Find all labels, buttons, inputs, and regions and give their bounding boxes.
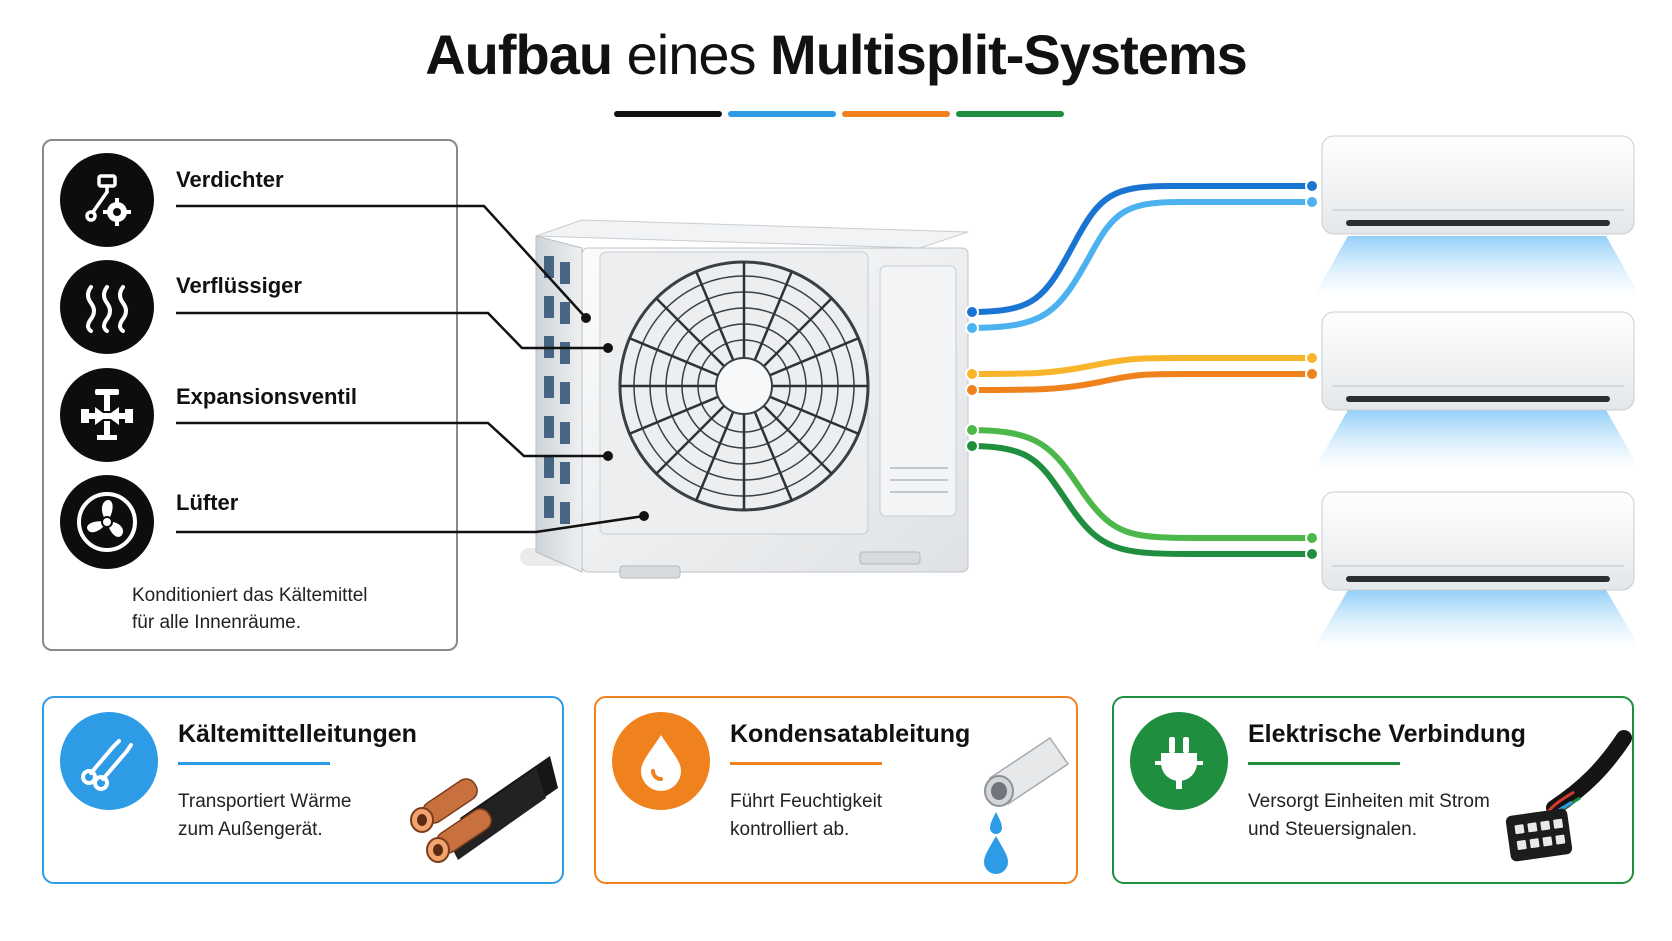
- card-desc-elektrische-verbindung: Versorgt Einheiten mit Strom und Steuers…: [1248, 788, 1490, 844]
- component-description-line-2: für alle Innenräume.: [132, 612, 301, 633]
- pipe-unit-2-b: [965, 371, 1315, 393]
- indoor-unit-1-airflow: [1314, 236, 1640, 296]
- compressor-gear-icon: [60, 153, 154, 247]
- component-label-expansionsventil: Expansionsventil: [176, 384, 357, 409]
- card-rule-orange: [730, 762, 882, 765]
- title-rule-orange: [842, 111, 950, 117]
- card-elektrische-verbindung: Elektrische Verbindung Versorgt Einheite…: [1112, 696, 1634, 884]
- card-kondensatableitung: Kondensatableitung Führt Feuchtigkeit ko…: [594, 696, 1078, 884]
- component-label-verdichter: Verdichter: [176, 167, 284, 192]
- card-kaeltemittelleitungen: Kältemittelleitungen Transportiert Wärme…: [42, 696, 564, 884]
- card-desc-line-1: Führt Feuchtigkeit: [730, 791, 883, 812]
- leader-line-verdichter: [176, 204, 587, 319]
- drain-hose-illustration: [984, 736, 1070, 874]
- indoor-unit-2-vent: [1346, 396, 1610, 402]
- outdoor-unit-top: [535, 219, 969, 249]
- title-bold-1: Aufbau: [425, 23, 613, 86]
- pipes-unit-3: [965, 427, 1315, 557]
- pipes-unit-2: [965, 355, 1315, 393]
- indoor-unit-3-airflow: [1314, 590, 1640, 648]
- water-drop-icon: [612, 712, 710, 810]
- heat-waves-icon: [60, 260, 154, 354]
- pipe-unit-3-b: [965, 443, 1315, 557]
- outdoor-unit-fan-hub: [715, 357, 773, 415]
- leader-line-verfluessiger: [176, 311, 608, 350]
- title-rule-blue: [728, 111, 836, 117]
- pipe-unit-2-a: [965, 355, 1315, 377]
- leader-lines: [176, 204, 645, 534]
- indoor-unit-2-body: [1321, 311, 1635, 411]
- indoor-unit-1: [1314, 135, 1640, 296]
- outdoor-unit-service-panel: [879, 265, 957, 517]
- card-desc-line-1: Transportiert Wärme: [178, 791, 352, 812]
- component-label-luefter: Lüfter: [176, 490, 239, 515]
- card-rule-blue: [178, 762, 330, 765]
- indoor-unit-3-body: [1321, 491, 1635, 591]
- cable-connector-illustration: [1505, 730, 1632, 862]
- power-plug-icon: [1130, 712, 1228, 810]
- indoor-unit-2: [1314, 311, 1640, 470]
- card-title-elektrische-verbindung: Elektrische Verbindung: [1248, 720, 1526, 748]
- card-desc-line-2: zum Außengerät.: [178, 819, 323, 840]
- card-desc-kondensatableitung: Führt Feuchtigkeit kontrolliert ab.: [730, 788, 882, 844]
- pipes-icon: [60, 712, 158, 810]
- fan-icon: [60, 475, 154, 569]
- pipe-unit-3-a: [965, 427, 1315, 541]
- card-desc-line-2: kontrolliert ab.: [730, 819, 850, 840]
- title-rule-green: [956, 111, 1064, 117]
- pipes-unit-1: [965, 183, 1315, 331]
- component-description-line-1: Konditioniert das Kältemittel: [132, 585, 368, 606]
- component-description: Konditioniert das Kältemittel für alle I…: [132, 582, 368, 636]
- card-desc-kaeltemittelleitungen: Transportiert Wärme zum Außengerät.: [178, 788, 352, 844]
- indoor-unit-3: [1314, 491, 1640, 648]
- page-title: Aufbau eines Multisplit-Systems: [0, 24, 1672, 86]
- pipe-unit-1-a: [965, 183, 1315, 315]
- card-desc-line-2: und Steuersignalen.: [1248, 819, 1418, 840]
- outdoor-unit-feet: [619, 551, 921, 579]
- indoor-unit-1-body: [1321, 135, 1635, 235]
- title-light: eines: [626, 23, 757, 86]
- valve-icon: [60, 368, 154, 462]
- pipe-ports: [965, 179, 1319, 561]
- indoor-unit-1-vent: [1346, 220, 1610, 226]
- leader-line-luefter: [176, 514, 645, 534]
- outdoor-unit-service-vents: [890, 467, 948, 493]
- outdoor-unit: [520, 219, 969, 579]
- indoor-unit-3-vent: [1346, 576, 1610, 582]
- indoor-unit-2-airflow: [1314, 410, 1640, 470]
- leader-dots: [581, 313, 649, 521]
- leader-line-expansionsventil: [176, 421, 608, 458]
- component-label-verfluessiger: Verflüssiger: [176, 273, 302, 298]
- title-rule-black: [614, 111, 722, 117]
- card-title-kaeltemittelleitungen: Kältemittelleitungen: [178, 720, 417, 748]
- card-desc-line-1: Versorgt Einheiten mit Strom: [1248, 791, 1490, 812]
- card-title-kondensatableitung: Kondensatableitung: [730, 720, 971, 748]
- copper-pipes-illustration: [410, 756, 558, 863]
- pipe-unit-1-b: [965, 199, 1315, 331]
- title-bold-2: Multisplit-Systems: [770, 23, 1248, 86]
- outdoor-unit-side: [535, 235, 583, 573]
- card-rule-green: [1248, 762, 1400, 765]
